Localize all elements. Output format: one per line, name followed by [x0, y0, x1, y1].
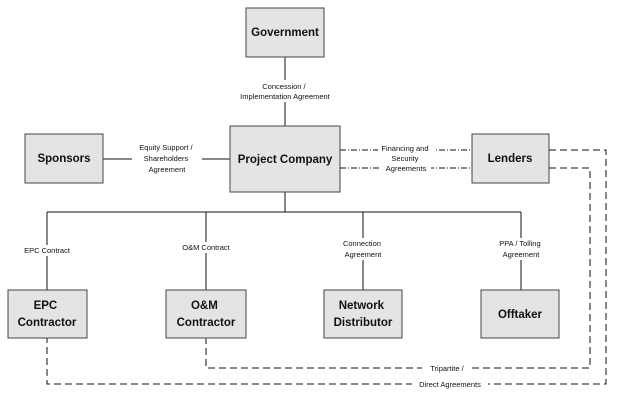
project-company-label: Project Company: [238, 154, 333, 166]
network-distributor-box: Network Distributor: [323, 289, 403, 339]
epc-contractor-label-2: Contractor: [18, 317, 77, 329]
government-agreement-label-1: Concession /: [262, 82, 306, 91]
edge-labels: Concession / Implementation Agreement Eq…: [20, 80, 549, 389]
om-contractor-label-1: O&M: [191, 300, 218, 312]
sponsors-box: Sponsors: [24, 133, 104, 184]
offtaker-label: Offtaker: [498, 309, 543, 321]
svg-text:Concession / Implementat: Concession / Implementation Agreement: [240, 82, 331, 101]
epc-contractor-label-1: EPC: [34, 300, 58, 312]
government-box: Government: [245, 7, 325, 58]
government-label: Government: [251, 27, 319, 39]
svg-text:O&M Contract: O&M Contract: [182, 243, 230, 252]
svg-text:EPC Contract: EPC Contract: [24, 246, 71, 255]
network-distributor-label-2: Distributor: [334, 317, 393, 329]
epc-contract-label: EPC Contract: [24, 246, 71, 255]
svg-text:Tripartite /: Tripartite /: [430, 364, 464, 373]
om-contract-label: O&M Contract: [182, 243, 230, 252]
network-distributor-label-1: Network: [339, 300, 385, 312]
offtaker-box: Offtaker: [480, 289, 560, 339]
direct-agreements-line: [46, 149, 607, 385]
lenders-label: Lenders: [488, 153, 533, 165]
offtaker-agreement-label-2: Agreement: [503, 250, 541, 259]
epc-contractor-box: EPC Contractor: [7, 289, 88, 339]
svg-text:PPA / Tolling Agreement: PPA / Tolling Agreement: [499, 239, 543, 259]
svg-text:Financing and Security: Financing and Security Agreements: [381, 144, 430, 173]
svg-text:Equity Support / Shareho: Equity Support / Shareholders Agreement: [139, 143, 194, 174]
network-agreement-label-1: Connection: [343, 239, 381, 248]
lenders-agreement-label-3: Agreements: [386, 164, 427, 173]
lenders-agreement-label-1: Financing and: [381, 144, 428, 153]
om-contractor-box: O&M Contractor: [165, 289, 247, 339]
sponsors-agreement-label-1: Equity Support /: [139, 143, 193, 152]
sponsors-agreement-label-2: Shareholders: [144, 154, 189, 163]
lenders-box: Lenders: [471, 133, 550, 184]
network-agreement-label-2: Agreement: [345, 250, 383, 259]
offtaker-agreement-label-1: PPA / Tolling: [499, 239, 540, 248]
project-company-box: Project Company: [229, 125, 341, 193]
direct-agreements-label: Direct Agreements: [419, 380, 481, 389]
svg-text:Network Distributor: Network Distributor: [334, 300, 393, 329]
svg-text:Connection Agreement: Connection Agreement: [343, 239, 383, 259]
svg-text:Direct Agreements: Direct Agreements: [419, 380, 481, 389]
svg-text:EPC Contractor: EPC Contractor: [18, 300, 77, 329]
lenders-agreement-label-2: Security: [391, 154, 418, 163]
tripartite-label: Tripartite /: [430, 364, 464, 373]
om-contractor-label-2: Contractor: [177, 317, 236, 329]
sponsors-label: Sponsors: [37, 153, 90, 165]
svg-text:O&M Contractor: O&M Contractor: [177, 300, 236, 329]
sponsors-agreement-label-3: Agreement: [149, 165, 187, 174]
government-agreement-label-2: Implementation Agreement: [240, 92, 331, 101]
tripartite-line: [205, 167, 591, 369]
